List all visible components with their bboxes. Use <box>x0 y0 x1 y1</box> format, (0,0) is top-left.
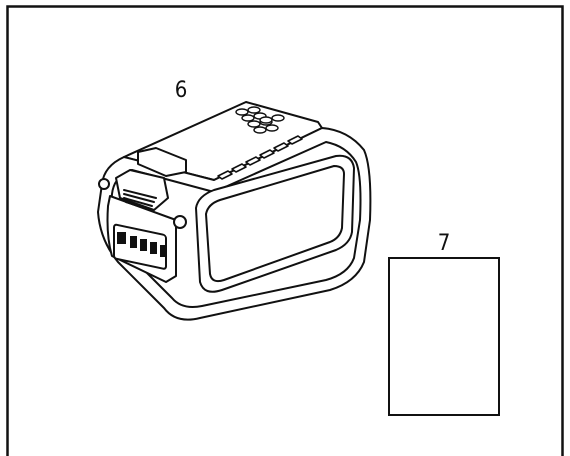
indicator-button <box>117 232 126 244</box>
indicator-led-3 <box>150 242 157 254</box>
battery-screw-left <box>98 178 110 190</box>
battery-latch-grip <box>123 189 157 211</box>
battery-latch-top <box>137 147 187 177</box>
callout-7: 7 <box>438 231 451 256</box>
battery-vents <box>235 106 285 134</box>
battery-contact-slots <box>217 135 303 180</box>
battery-pack-illustration <box>97 101 372 321</box>
battery-window-outer <box>195 154 355 293</box>
callout-6: 6 <box>175 78 188 103</box>
battery-screw-right <box>173 215 187 229</box>
manual-sheet <box>388 257 500 416</box>
battery-window-inner <box>205 165 345 283</box>
indicator-led-2 <box>140 239 147 251</box>
indicator-led-1 <box>130 236 137 248</box>
diagram-frame <box>6 5 564 456</box>
indicator-led-4 <box>160 245 166 257</box>
